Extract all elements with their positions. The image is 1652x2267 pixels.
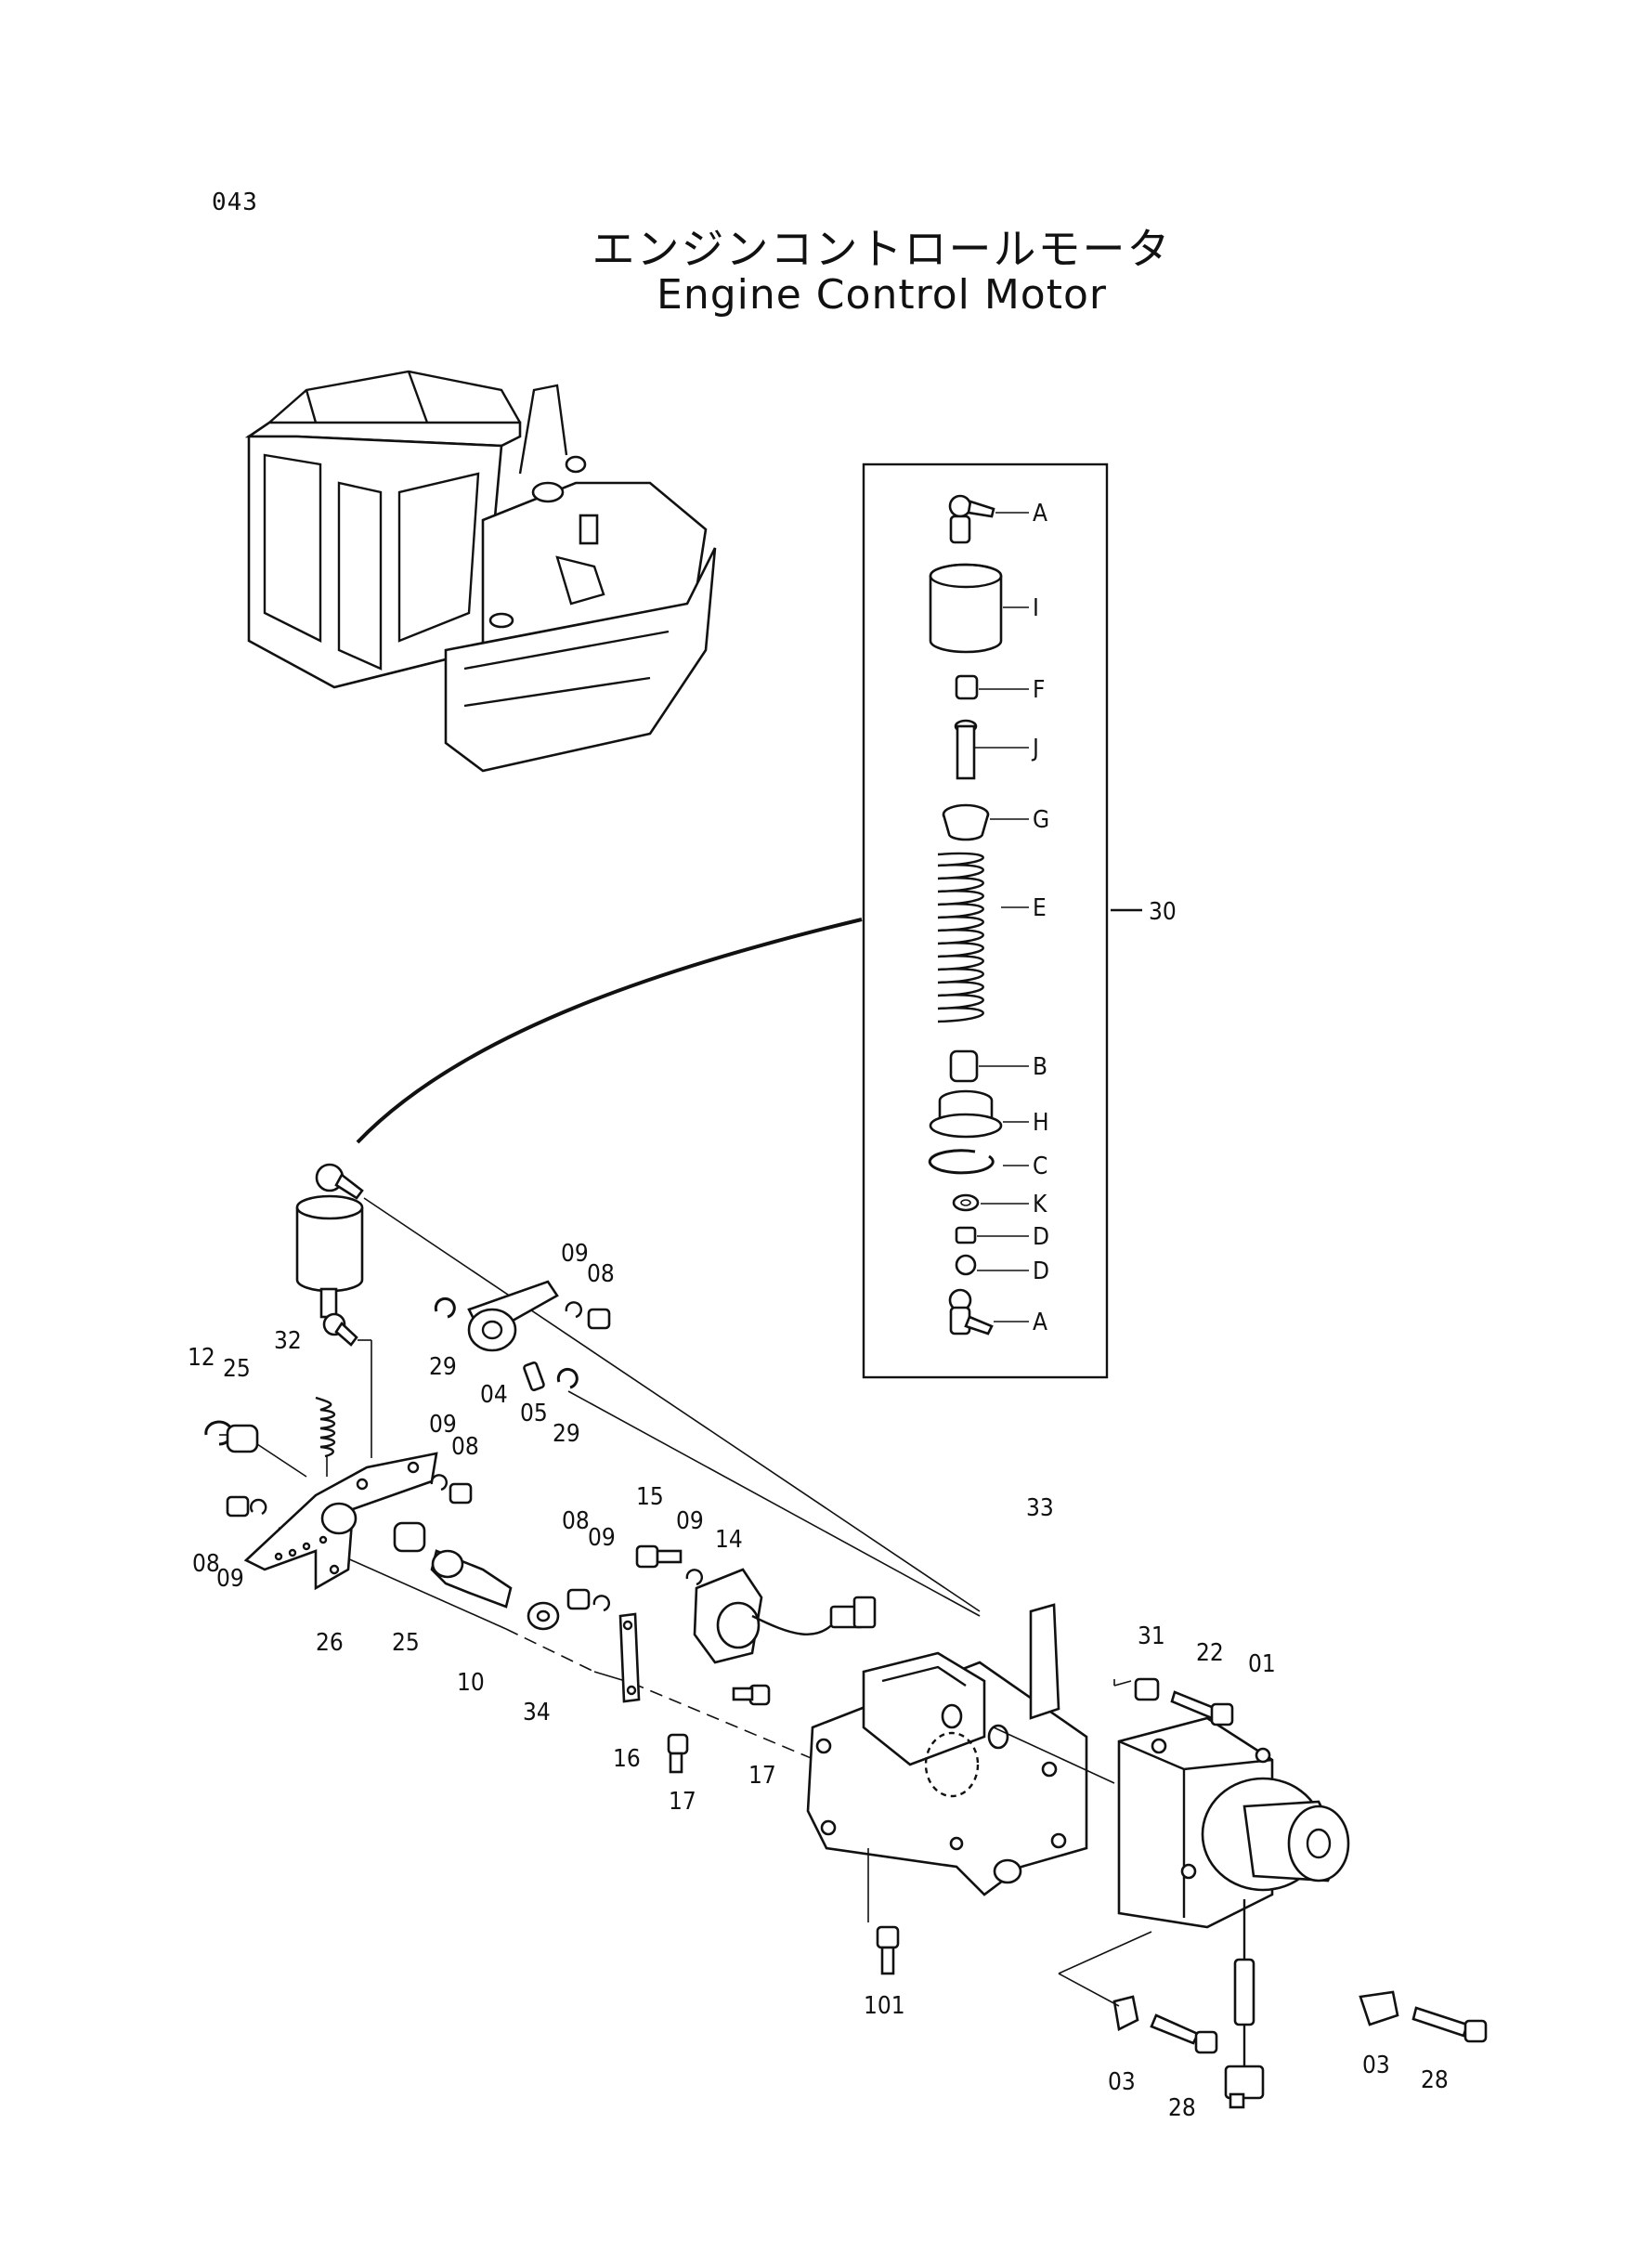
- callout-17-right: 17: [748, 1762, 776, 1790]
- callout-04: 04: [480, 1381, 508, 1409]
- callout-03-right: 03: [1362, 2052, 1390, 2079]
- spring-assembly-box: 30 A I F J G E B: [862, 463, 1177, 1379]
- callout-09-right: 09: [676, 1507, 704, 1535]
- assembly-spring-graphic: [937, 852, 984, 1023]
- callout-26: 26: [316, 1629, 344, 1657]
- callout-34: 34: [523, 1699, 551, 1726]
- assembly-part-h: H: [1033, 1109, 1049, 1137]
- callout-29-lower: 29: [553, 1420, 580, 1448]
- callout-32: 32: [274, 1327, 302, 1355]
- assembly-part-c: C: [1033, 1153, 1047, 1180]
- assembly-leader-line: [356, 918, 863, 1144]
- excavator-overview-illustration: [244, 370, 717, 773]
- assembly-part-j: J: [1031, 735, 1039, 762]
- callout-31: 31: [1138, 1622, 1165, 1650]
- title-japanese: エンジンコントロールモータ: [592, 224, 1172, 274]
- assembly-part-d-1: D: [1033, 1223, 1049, 1251]
- callout-01: 01: [1248, 1650, 1276, 1678]
- callout-09-left: 09: [216, 1565, 244, 1593]
- title-english: Engine Control Motor: [657, 271, 1107, 319]
- assembly-part-f: F: [1033, 676, 1045, 704]
- assembly-part-a-bottom: A: [1033, 1309, 1047, 1336]
- assembly-part-i: I: [1033, 594, 1039, 622]
- callout-15: 15: [636, 1483, 664, 1511]
- callout-101: 101: [864, 1992, 905, 2020]
- assembly-part-d-2: D: [1033, 1257, 1049, 1285]
- callout-labels: 12 25 32 29 04 05 29 09 08 09 08 08 09 2…: [188, 1240, 1449, 2122]
- callout-03-left: 03: [1108, 2068, 1136, 2096]
- assembly-part-g: G: [1033, 806, 1049, 834]
- page-number: 043: [212, 189, 258, 216]
- callout-09-top: 09: [561, 1240, 589, 1268]
- callout-28-left: 28: [1168, 2094, 1196, 2122]
- callout-14: 14: [715, 1526, 743, 1554]
- assembly-part-k: K: [1033, 1191, 1047, 1218]
- callout-25-top: 25: [223, 1355, 251, 1383]
- callout-28-right: 28: [1421, 2066, 1449, 2094]
- callout-17-left: 17: [669, 1788, 696, 1816]
- callout-08-top: 08: [587, 1260, 615, 1288]
- assembly-part-b: B: [1033, 1053, 1047, 1081]
- callout-10: 10: [457, 1669, 485, 1697]
- main-exploded-view: [204, 1163, 1488, 2109]
- callout-09-mid: 09: [429, 1411, 457, 1439]
- callout-16: 16: [613, 1745, 641, 1773]
- callout-09-center: 09: [588, 1524, 616, 1552]
- assembly-box-label: 30: [1149, 898, 1177, 926]
- callout-12: 12: [188, 1344, 215, 1372]
- callout-29-top: 29: [429, 1353, 457, 1381]
- assembly-part-a-top: A: [1033, 500, 1047, 528]
- callout-05: 05: [520, 1400, 548, 1427]
- callout-25-lower: 25: [392, 1629, 420, 1657]
- callout-08-left: 08: [192, 1550, 220, 1578]
- callout-08-center: 08: [562, 1507, 590, 1535]
- callout-22: 22: [1196, 1639, 1224, 1667]
- callout-08-mid: 08: [451, 1433, 479, 1461]
- callout-33: 33: [1026, 1494, 1054, 1522]
- assembly-part-e: E: [1033, 894, 1047, 922]
